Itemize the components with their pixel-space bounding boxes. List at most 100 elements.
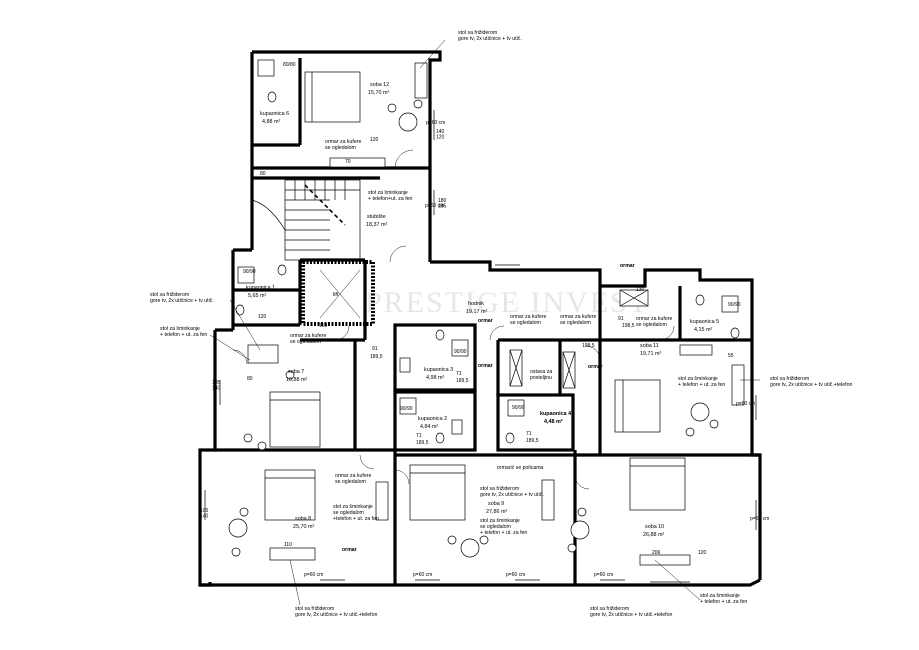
sanitary-fixtures bbox=[235, 59, 740, 444]
dim-label: 91 bbox=[372, 346, 378, 352]
room-area-kupaonica-4: 4,48 m² bbox=[544, 419, 563, 425]
ormar-label: ormar bbox=[588, 364, 603, 370]
dim-label: p=60 cm bbox=[506, 572, 525, 578]
dim-label: 110 bbox=[284, 542, 292, 548]
room-area-kupaonica-6: 4,88 m² bbox=[262, 119, 280, 125]
ormar-label: ormar bbox=[478, 318, 493, 324]
room-name-soba-8: soba 8 bbox=[295, 516, 311, 522]
dim-label: 80 bbox=[247, 376, 253, 382]
room-area-soba-12: 15,70 m² bbox=[368, 90, 389, 96]
dim-label: 198,5 bbox=[582, 343, 595, 349]
dim-label: 189,5 bbox=[526, 438, 539, 444]
dim-label: 189,5 bbox=[416, 440, 429, 446]
ormar-label: ormar bbox=[478, 363, 493, 369]
room-area-kupaonica-2: 4,84 m² bbox=[420, 424, 438, 430]
room-name-soba-7: soba 7 bbox=[288, 369, 304, 375]
dim-label: 198,5 bbox=[622, 323, 635, 329]
doors bbox=[232, 149, 675, 490]
dim-label: 70 bbox=[345, 159, 351, 165]
dim-label: p=60 cm bbox=[304, 572, 323, 578]
room-area-kupaonica-5: 4,15 m² bbox=[694, 327, 712, 333]
ormar-labels: ormar ormar ormar ormar ormar bbox=[342, 263, 635, 553]
dim-label: 80/80 bbox=[283, 62, 296, 68]
room-name-lift: lift bbox=[333, 292, 339, 298]
room-area-hodnik: 19,17 m² bbox=[466, 309, 487, 315]
dim-label: 91 bbox=[618, 316, 624, 322]
beds bbox=[264, 71, 686, 521]
room-name-hodnik: hodnik bbox=[468, 301, 484, 307]
room-name-kupaonica-2: kupaonica 2 bbox=[418, 416, 447, 422]
room-area-soba-8: 25,70 m² bbox=[293, 524, 314, 530]
ormar-label: ormar bbox=[342, 547, 357, 553]
room-area-soba-10: 26,88 m² bbox=[643, 532, 664, 538]
dim-label: 189,5 bbox=[456, 378, 469, 384]
dim-label: 55 bbox=[728, 353, 734, 359]
dim-label: 150 bbox=[319, 323, 328, 329]
dim-label: p=60 cm bbox=[750, 516, 769, 522]
dim-label: 130 bbox=[636, 287, 645, 293]
room-area-soba-11: 19,71 m² bbox=[640, 351, 661, 357]
dim-label: 71 bbox=[416, 433, 422, 439]
room-area-kupaonica-3: 4,98 m² bbox=[426, 375, 444, 381]
note-vanity-soba10: stol za šminkanje+ telefon + ut. za fen bbox=[700, 593, 747, 605]
room-name-soba-9: soba 9 bbox=[488, 501, 504, 507]
dim-label: p=60 cm bbox=[413, 572, 432, 578]
dim-label: 90/90 bbox=[454, 349, 467, 355]
dim-label: 120 bbox=[370, 137, 379, 143]
room-name-kupaonica-5: kupaonica 5 bbox=[690, 319, 719, 325]
note-leaders bbox=[209, 39, 760, 606]
note-shelving-soba9: ormarić se policama bbox=[497, 465, 544, 471]
room-name-soba-12: soba 12 bbox=[370, 82, 389, 88]
room-name-kupaonica-6: kupaonica 6 bbox=[260, 111, 289, 117]
dim-label: 90/90 bbox=[400, 406, 413, 412]
note-vanity-stubiste: stol za šminkanje+ telefon+ut. za fen bbox=[368, 190, 413, 202]
dim-label: p=60 cm bbox=[594, 572, 613, 578]
room-area-stubiste: 18,37 m² bbox=[366, 222, 387, 228]
dim-label: 71 bbox=[526, 431, 532, 437]
dim-label: p=60 cm bbox=[426, 120, 445, 126]
dim-label: 189,5 bbox=[370, 354, 383, 360]
lift-shaft bbox=[301, 260, 375, 326]
room-name-kupaonica-1: kupaonica 1 bbox=[246, 285, 275, 291]
dim-label: 90/90 bbox=[728, 302, 741, 308]
dim-label: 120 bbox=[698, 550, 707, 556]
note-vanity-soba7: stol za šminkanje+ telefon + ut. za fen bbox=[160, 326, 207, 338]
room-name-kupaonica-4: kupaonica 4 bbox=[540, 411, 571, 417]
room-area-soba-7: 10,88 m² bbox=[286, 377, 307, 383]
dim-label: p=60 cm bbox=[425, 203, 444, 209]
dim-label: 90/90 bbox=[243, 269, 256, 275]
dim-label: 71 bbox=[456, 371, 462, 377]
room-name-soba-10: soba 10 bbox=[645, 524, 664, 530]
room-area-kupaonica-1: 5,65 m² bbox=[248, 293, 266, 299]
chairs-tables bbox=[228, 99, 719, 558]
room-area-soba-9: 27,86 m² bbox=[486, 509, 507, 515]
interior-walls bbox=[215, 58, 760, 585]
windows bbox=[204, 110, 757, 583]
staircase bbox=[251, 179, 361, 261]
ormar-label: ormar bbox=[620, 263, 635, 269]
dim-label: p=60 cm bbox=[736, 401, 755, 407]
dim-label: 206 bbox=[652, 550, 661, 556]
note-vanity-soba11: stol za šminkanje+ telefon + ut. za fen bbox=[678, 376, 725, 388]
